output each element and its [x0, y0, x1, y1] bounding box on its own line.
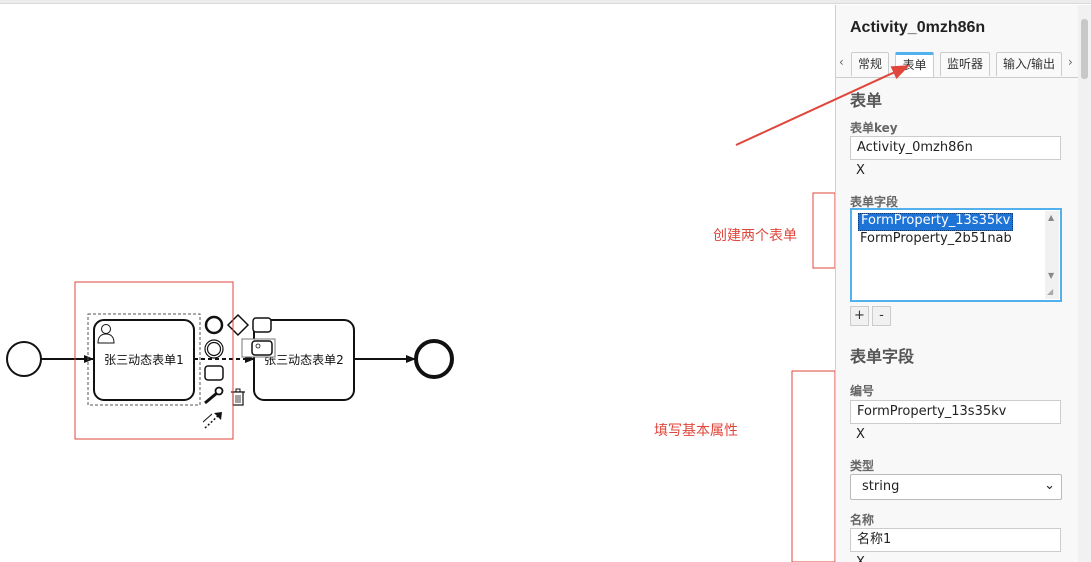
field-name-label: 名称 [850, 513, 875, 527]
scroll-down-icon[interactable]: ▼ [1048, 271, 1055, 280]
wrench-icon[interactable] [204, 386, 224, 405]
tab-input-output[interactable]: 输入/输出 [996, 52, 1062, 76]
top-divider [0, 0, 1091, 4]
panel-title: Activity_0mzh86n [850, 19, 986, 36]
append-end-event-icon[interactable] [204, 315, 224, 335]
user-task-2[interactable]: 张三动态表单2 [253, 319, 355, 401]
annotation-arrow [735, 65, 910, 146]
append-intermediate-event-icon[interactable] [204, 339, 224, 359]
tab-scroll-left-icon[interactable]: ‹ [839, 55, 844, 69]
field-type-value: string [862, 479, 900, 494]
scrollbar-thumb[interactable] [1081, 19, 1088, 79]
user-task-1[interactable]: 张三动态表单1 [93, 319, 195, 401]
form-key-label: 表单key [850, 121, 898, 135]
tab-listeners[interactable]: 监听器 [940, 52, 990, 76]
change-type-icon[interactable] [241, 338, 276, 358]
tab-scroll-right-icon[interactable]: › [1068, 55, 1073, 69]
annotation-fill-props: 填写基本属性 [654, 422, 738, 439]
highlight-box-task [74, 281, 234, 440]
remove-field-button[interactable]: - [872, 306, 891, 326]
selection-outline [87, 313, 201, 406]
form-fields-label: 表单字段 [850, 195, 899, 209]
field-type-select[interactable]: string ⌄ [850, 474, 1062, 500]
highlight-box-form-fields [812, 192, 835, 269]
properties-panel: Activity_0mzh86n ‹ 常规 表单 监听器 输入/输出 › 表单 … [835, 5, 1078, 562]
resize-grip-icon[interactable]: ◢ [1047, 287, 1054, 296]
form-section-title: 表单 [850, 91, 883, 110]
field-section-title: 表单字段 [850, 347, 915, 366]
form-fields-list[interactable]: FormProperty_13s35kv FormProperty_2b51na… [850, 208, 1062, 302]
form-field-option[interactable]: FormProperty_2b51nab [860, 231, 1012, 246]
bpmn-canvas[interactable]: 张三动态表单1 张三动态表单2 [0, 0, 835, 562]
annotation-create-forms: 创建两个表单 [713, 228, 797, 244]
list-scrollbar[interactable]: ▲ ▼ ◢ [1045, 211, 1059, 299]
tab-general[interactable]: 常规 [851, 52, 889, 76]
highlight-box-properties [791, 370, 835, 562]
tab-bar: ‹ 常规 表单 监听器 输入/输出 › [836, 49, 1078, 78]
context-pad [202, 313, 276, 429]
connect-arrow-icon[interactable] [202, 412, 222, 429]
append-text-annotation-icon[interactable] [204, 365, 224, 381]
chevron-down-icon: ⌄ [1044, 478, 1055, 493]
panel-scrollbar[interactable] [1078, 5, 1091, 562]
field-id-label: 编号 [850, 384, 875, 398]
task1-label: 张三动态表单1 [104, 353, 184, 367]
form-key-input[interactable]: Activity_0mzh86n [850, 136, 1061, 160]
form-key-clear-button[interactable]: X [856, 163, 865, 178]
field-id-input[interactable]: FormProperty_13s35kv [850, 400, 1061, 424]
append-task-icon[interactable] [252, 317, 272, 333]
user-icon [97, 324, 115, 344]
end-event[interactable] [414, 339, 454, 379]
field-id-clear-button[interactable]: X [856, 427, 865, 442]
task2-label: 张三动态表单2 [264, 353, 344, 367]
form-field-option[interactable]: FormProperty_13s35kv [858, 213, 1014, 231]
scroll-up-icon[interactable]: ▲ [1048, 213, 1055, 222]
add-field-button[interactable]: + [850, 306, 869, 326]
field-name-clear-button[interactable]: X [856, 555, 865, 562]
field-type-label: 类型 [850, 459, 875, 473]
field-name-input[interactable]: 名称1 [850, 528, 1061, 552]
